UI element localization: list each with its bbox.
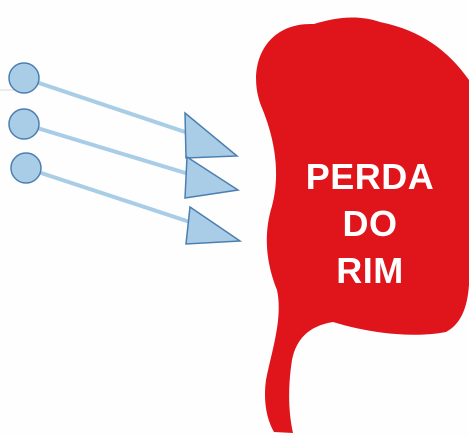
kidney-label-line-1: PERDA <box>306 156 435 197</box>
arrow-2-head-icon <box>184 155 241 199</box>
kidney-icon <box>256 17 469 433</box>
arrow-3-head-icon <box>185 205 243 245</box>
arrow-2 <box>8 108 241 199</box>
arrow-1-head-icon <box>184 111 239 159</box>
arrow-3 <box>10 152 243 245</box>
arrow-1 <box>8 62 239 159</box>
arrow-2-shaft <box>23 122 203 180</box>
arrow-2-ball-icon <box>8 108 40 140</box>
arrow-3-shaft <box>25 166 203 228</box>
arrow-1-shaft <box>23 76 201 139</box>
arrow-3-ball-icon <box>10 152 42 184</box>
arrow-1-ball-icon <box>8 62 40 94</box>
kidney-label-line-3: RIM <box>336 250 404 291</box>
kidney-label-line-2: DO <box>343 203 398 244</box>
